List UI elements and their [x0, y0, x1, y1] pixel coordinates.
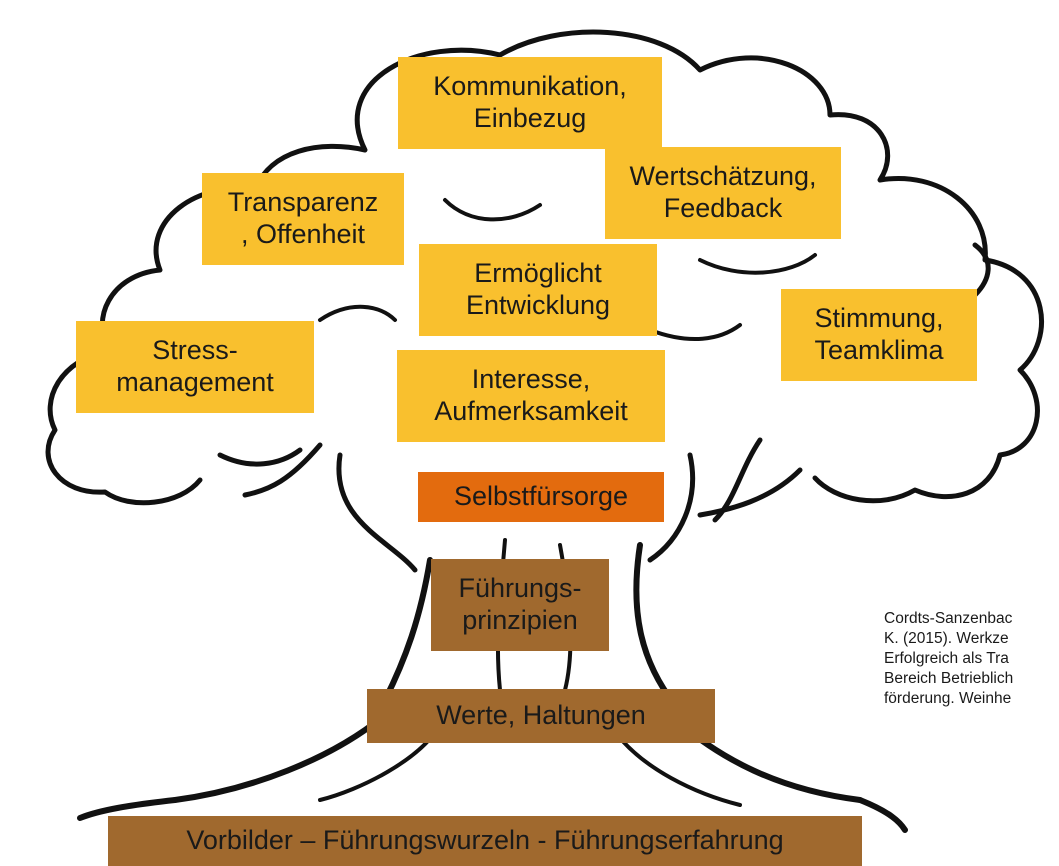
- canopy-curve: [217, 447, 303, 467]
- leaf-stress: Stress- management: [76, 321, 314, 413]
- branch: [242, 442, 323, 498]
- leaf-entwicklung: Ermöglicht Entwicklung: [419, 244, 657, 336]
- branch: [712, 437, 763, 523]
- trunk-outline: [382, 557, 433, 703]
- leaf-interesse: Interesse, Aufmerksamkeit: [397, 350, 665, 442]
- leaf-label: Ermöglicht Entwicklung: [465, 258, 611, 320]
- citation-line: förderung. Weinhe: [884, 690, 1012, 707]
- citation-line: Erfolgreich als Tra: [884, 650, 1009, 667]
- trunk-label: Werte, Haltungen: [436, 700, 646, 731]
- branch: [647, 452, 696, 563]
- leaf-label: Stimmung, Teamklima: [814, 303, 944, 365]
- root-label: Vorbilder – Führungswurzeln - Führungser…: [186, 825, 784, 856]
- trunk-label: Führungs- prinzipien: [458, 573, 582, 635]
- canopy-curve: [648, 323, 742, 342]
- core-label: Selbstfürsorge: [453, 481, 629, 512]
- leaf-transparenz: Transparenz , Offenheit: [202, 173, 404, 265]
- leaf-label: Wertschätzung, Feedback: [629, 161, 817, 223]
- leaf-label: Transparenz , Offenheit: [227, 187, 379, 249]
- branch: [697, 467, 803, 518]
- leaf-stimmung: Stimmung, Teamklima: [781, 289, 977, 381]
- leaf-kommunikation: Kommunikation, Einbezug: [398, 57, 662, 149]
- leaf-wertschaetzung: Wertschätzung, Feedback: [605, 147, 841, 239]
- leaf-label: Kommunikation, Einbezug: [433, 71, 627, 133]
- canopy-curve: [443, 198, 542, 222]
- citation-line: Cordts-Sanzenbac: [884, 610, 1013, 627]
- root: [172, 712, 388, 803]
- root: [857, 797, 908, 833]
- root-vorbilder: Vorbilder – Führungswurzeln - Führungser…: [108, 816, 862, 866]
- trunk-werte: Werte, Haltungen: [367, 689, 715, 743]
- trunk-outline: [633, 542, 678, 708]
- canopy-curve: [698, 253, 817, 275]
- branch: [336, 452, 418, 573]
- leaf-label: Stress- management: [116, 335, 274, 397]
- citation-line: Bereich Betrieblich: [884, 670, 1014, 687]
- citation: Cordts-Sanzenbac K. (2015). Werkze Erfol…: [884, 609, 1059, 709]
- core-selbstfuersorge: Selbstfürsorge: [418, 472, 664, 522]
- leaf-label: Interesse, Aufmerksamkeit: [434, 364, 628, 426]
- canopy-curve: [972, 242, 991, 298]
- trunk-fuehrungsprinzipien: Führungs- prinzipien: [431, 559, 609, 651]
- canopy-curve: [318, 304, 397, 322]
- root: [77, 797, 178, 821]
- citation-line: K. (2015). Werkze: [884, 630, 1009, 647]
